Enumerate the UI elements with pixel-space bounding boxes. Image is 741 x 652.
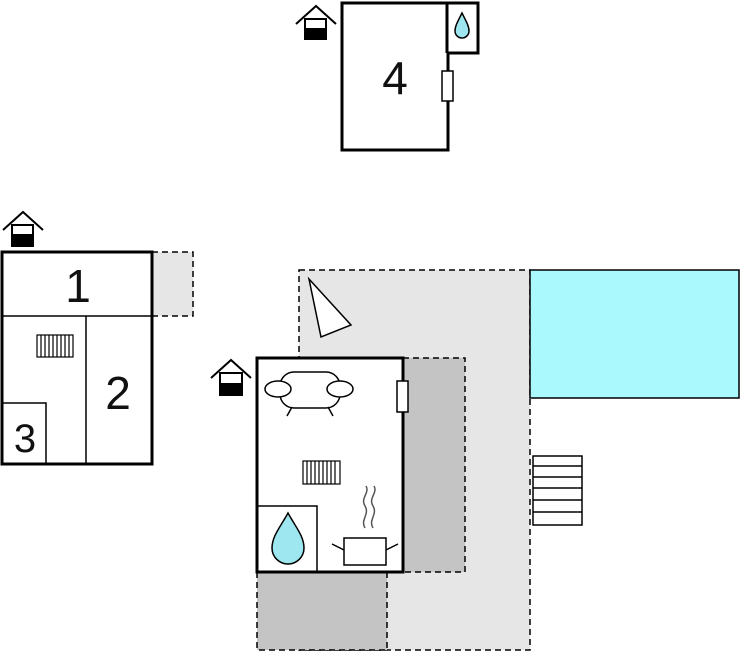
terrace-side-annex xyxy=(151,251,194,317)
room-number-3: 3 xyxy=(14,417,36,461)
pool-steps-icon xyxy=(532,455,583,526)
room-number-4: 4 xyxy=(382,52,408,104)
wall-room-3 xyxy=(2,402,47,464)
bathroom-wall xyxy=(257,505,318,572)
radiator-icon xyxy=(302,460,341,485)
house-entrance-icon xyxy=(210,358,252,396)
window-icon xyxy=(441,70,454,102)
window-icon xyxy=(396,380,409,413)
swimming-pool xyxy=(529,269,740,399)
house-entrance-icon xyxy=(2,210,44,247)
covered-terrace-right xyxy=(402,357,466,573)
building-rooms-1-2-3 xyxy=(0,250,154,466)
shower-drop-icon xyxy=(271,511,305,565)
sofa-icon xyxy=(264,371,354,417)
room-number-1: 1 xyxy=(65,260,91,312)
orientation-triangle-icon xyxy=(307,276,353,339)
radiator-icon xyxy=(36,334,74,358)
shower-drop-icon xyxy=(454,11,470,39)
cooking-pot-icon xyxy=(331,485,399,566)
house-entrance-icon xyxy=(295,4,337,40)
room-number-2: 2 xyxy=(105,367,131,419)
covered-terrace-bottom xyxy=(256,571,388,651)
